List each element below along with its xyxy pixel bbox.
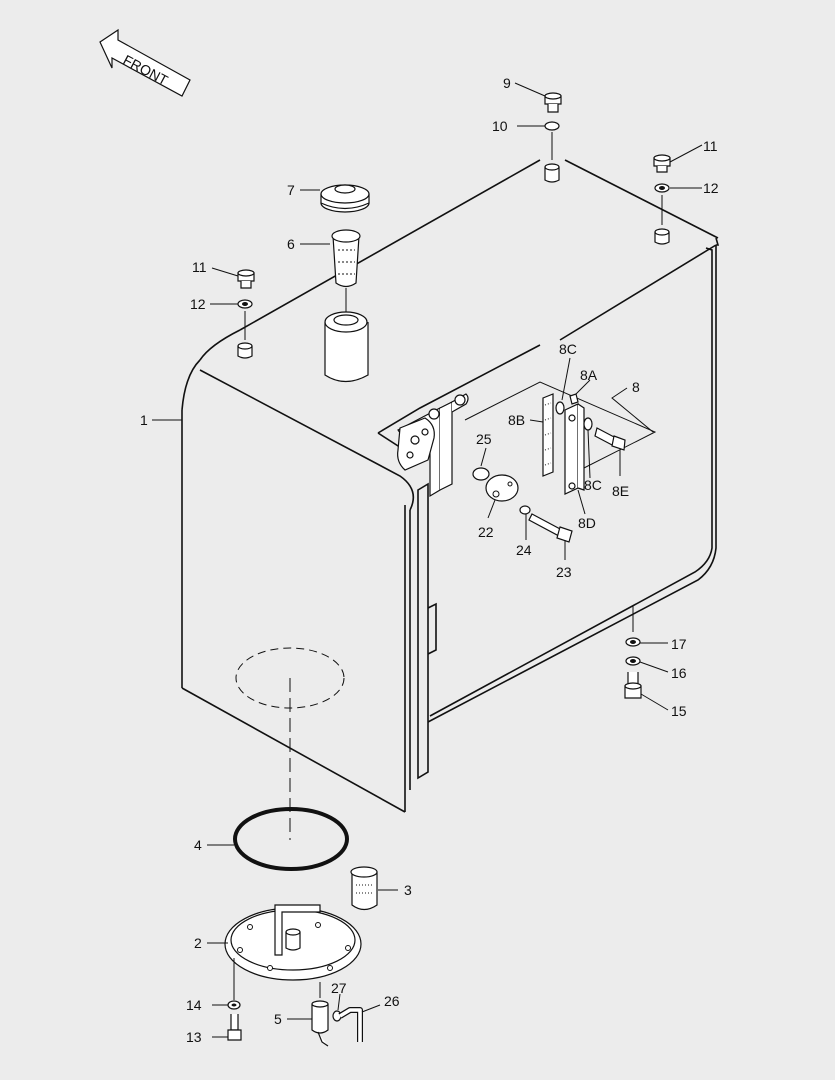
callout-12-right: 12	[703, 180, 719, 196]
callout-13: 13	[186, 1029, 202, 1045]
callout-7: 7	[287, 182, 295, 198]
callout-23: 23	[556, 564, 572, 580]
leader-lines	[152, 82, 703, 1038]
cover-plate-22	[485, 474, 519, 502]
callout-16: 16	[671, 665, 687, 681]
plug-8A	[569, 393, 579, 405]
callout-8E: 8E	[612, 483, 629, 499]
washer-24	[519, 505, 531, 515]
callout-8: 8	[632, 379, 640, 395]
callout-17: 17	[671, 636, 687, 652]
callout-24: 24	[516, 542, 532, 558]
filler-neck	[324, 311, 369, 383]
boss-top	[544, 163, 560, 183]
sight-glass-8B	[542, 393, 554, 477]
washer-17	[625, 637, 641, 647]
callout-8B: 8B	[508, 412, 525, 428]
callout-4: 4	[194, 837, 202, 853]
callout-3: 3	[404, 882, 412, 898]
callout-8D: 8D	[578, 515, 596, 531]
strainer	[331, 229, 361, 312]
oring-4	[233, 807, 349, 871]
washer-16	[625, 656, 641, 666]
washer-14	[227, 1000, 241, 1010]
callout-25: 25	[476, 431, 492, 447]
washer-12-left	[237, 299, 253, 309]
callout-14: 14	[186, 997, 202, 1013]
washer-10	[544, 121, 560, 131]
drain-valve-5	[311, 1000, 329, 1047]
drain-cover-2	[224, 904, 362, 981]
callout-27: 27	[331, 980, 347, 996]
callout-22: 22	[478, 524, 494, 540]
callout-9: 9	[503, 75, 511, 91]
bolt-23	[528, 513, 573, 543]
boss-right	[654, 228, 670, 245]
callout-11-right: 11	[703, 138, 718, 154]
bolt-11-right	[653, 154, 671, 173]
filler-cap	[320, 184, 370, 213]
callout-10: 10	[492, 118, 508, 134]
bolt-13	[227, 1014, 242, 1041]
clip-27	[332, 1010, 342, 1022]
oring-8C-bottom	[583, 417, 593, 431]
callout-8C-bottom: 8C	[584, 477, 602, 493]
callout-11-left: 11	[192, 259, 207, 275]
oring-8C-top	[555, 401, 565, 415]
gauge-bar-8D	[564, 403, 585, 495]
callout-6: 6	[287, 236, 295, 252]
filter-3	[350, 866, 378, 911]
bolt-9	[544, 92, 562, 113]
callout-2: 2	[194, 935, 202, 951]
tank-body	[181, 159, 720, 840]
callout-1: 1	[140, 412, 148, 428]
flange-plate	[397, 417, 435, 471]
callout-8A: 8A	[580, 367, 598, 383]
callout-8C-top: 8C	[559, 341, 577, 357]
callout-26: 26	[384, 993, 400, 1009]
washer-12-right	[654, 183, 670, 193]
boss-left	[237, 342, 253, 359]
front-arrow: FRONT	[99, 28, 191, 97]
callout-15: 15	[671, 703, 687, 719]
callout-12-left: 12	[190, 296, 206, 312]
callout-5: 5	[274, 1011, 282, 1027]
bolt-11-left	[237, 269, 255, 289]
callout-labels: 1 2 3 4 5 6 7 8 8A 8B 8C 8C 8D 8E 9 10 1…	[140, 75, 719, 1045]
oring-25	[472, 467, 490, 481]
bolt-15	[624, 672, 642, 699]
bolt-8E	[594, 427, 626, 451]
